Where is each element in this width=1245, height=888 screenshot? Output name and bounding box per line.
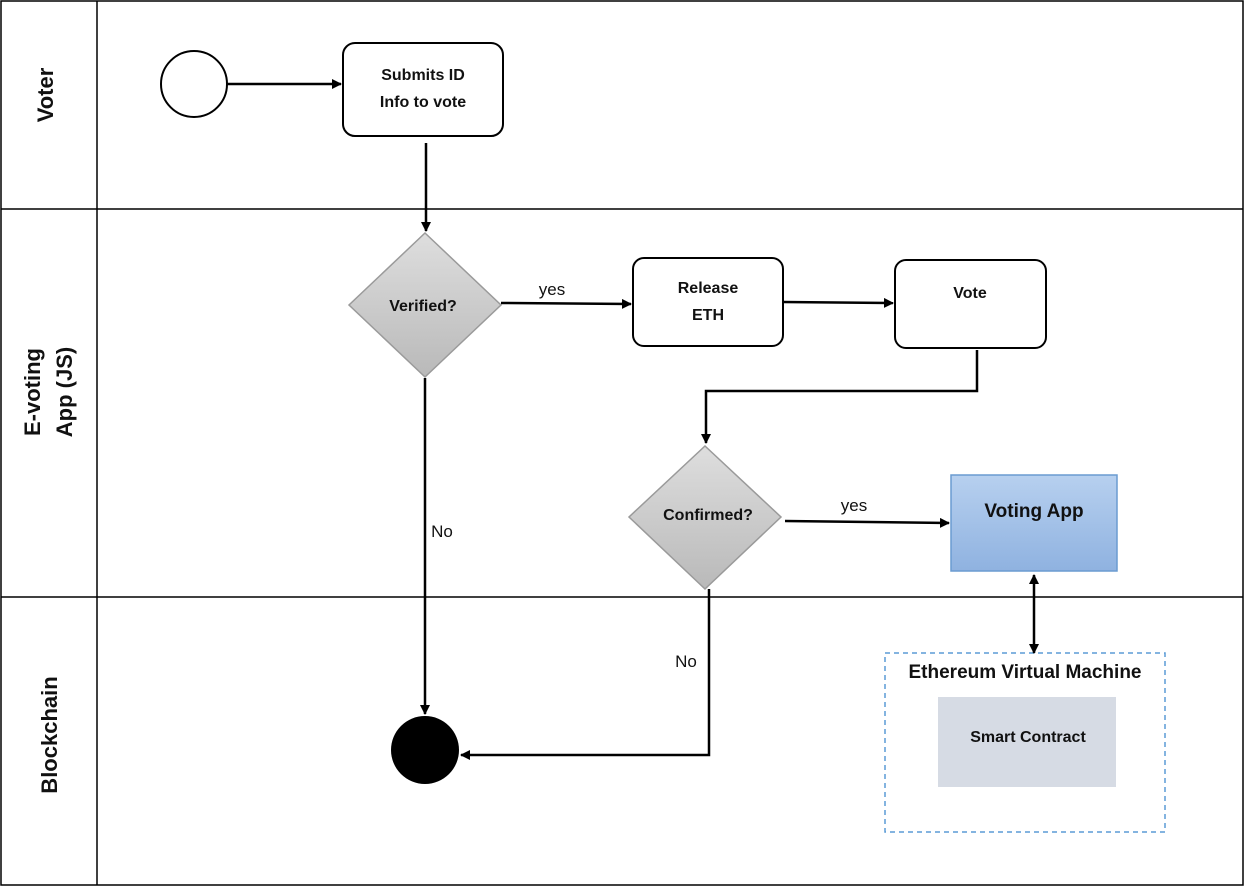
edge-confirmed-to-voting-app — [784, 517, 950, 528]
edge-confirmed-to-end — [460, 589, 711, 760]
task-release-eth[interactable]: Release ETH — [632, 257, 784, 347]
task-submits-id-line2: Info to vote — [380, 94, 466, 111]
task-submits-id[interactable]: Submits ID Info to vote — [342, 42, 504, 137]
edge-label-verified-no: No — [431, 522, 453, 541]
evm-container[interactable]: Ethereum Virtual Machine — [884, 652, 1166, 833]
edge-verified-to-release — [500, 298, 632, 309]
decision-verified[interactable]: Verified? — [347, 231, 503, 379]
smart-contract-box[interactable]: Smart Contract — [938, 697, 1116, 787]
edges — [227, 79, 1039, 760]
lane-label-evoting-line1: E-voting — [20, 348, 45, 436]
evm-label: Ethereum Virtual Machine — [909, 662, 1142, 683]
edge-release-to-vote — [782, 297, 894, 308]
lane-label-voter: Voter — [33, 67, 58, 122]
start-event[interactable] — [160, 50, 228, 118]
task-submits-id-line1: Submits ID — [381, 67, 465, 84]
task-vote-label: Vote — [953, 285, 987, 302]
end-event[interactable] — [391, 716, 459, 784]
edge-label-confirmed-yes: yes — [841, 496, 867, 515]
edge-vote-to-confirmed — [701, 350, 979, 444]
smart-contract-label: Smart Contract — [970, 729, 1086, 746]
edge-label-confirmed-no: No — [675, 652, 697, 671]
voting-app-label: Voting App — [984, 501, 1083, 522]
lane-label-blockchain: Blockchain — [37, 676, 62, 793]
edge-label-verified-yes: yes — [539, 280, 565, 299]
decision-confirmed[interactable]: Confirmed? — [627, 444, 783, 591]
task-vote[interactable]: Vote — [894, 259, 1047, 349]
voting-app-box[interactable]: Voting App — [950, 474, 1118, 572]
lane-label-evoting-line2: App (JS) — [52, 347, 77, 437]
lane-label-evoting: E-voting App (JS) — [20, 347, 77, 437]
task-release-eth-line2: ETH — [692, 307, 724, 324]
task-release-eth-line1: Release — [678, 280, 739, 297]
decision-verified-label: Verified? — [389, 298, 457, 315]
decision-confirmed-label: Confirmed? — [663, 507, 753, 524]
